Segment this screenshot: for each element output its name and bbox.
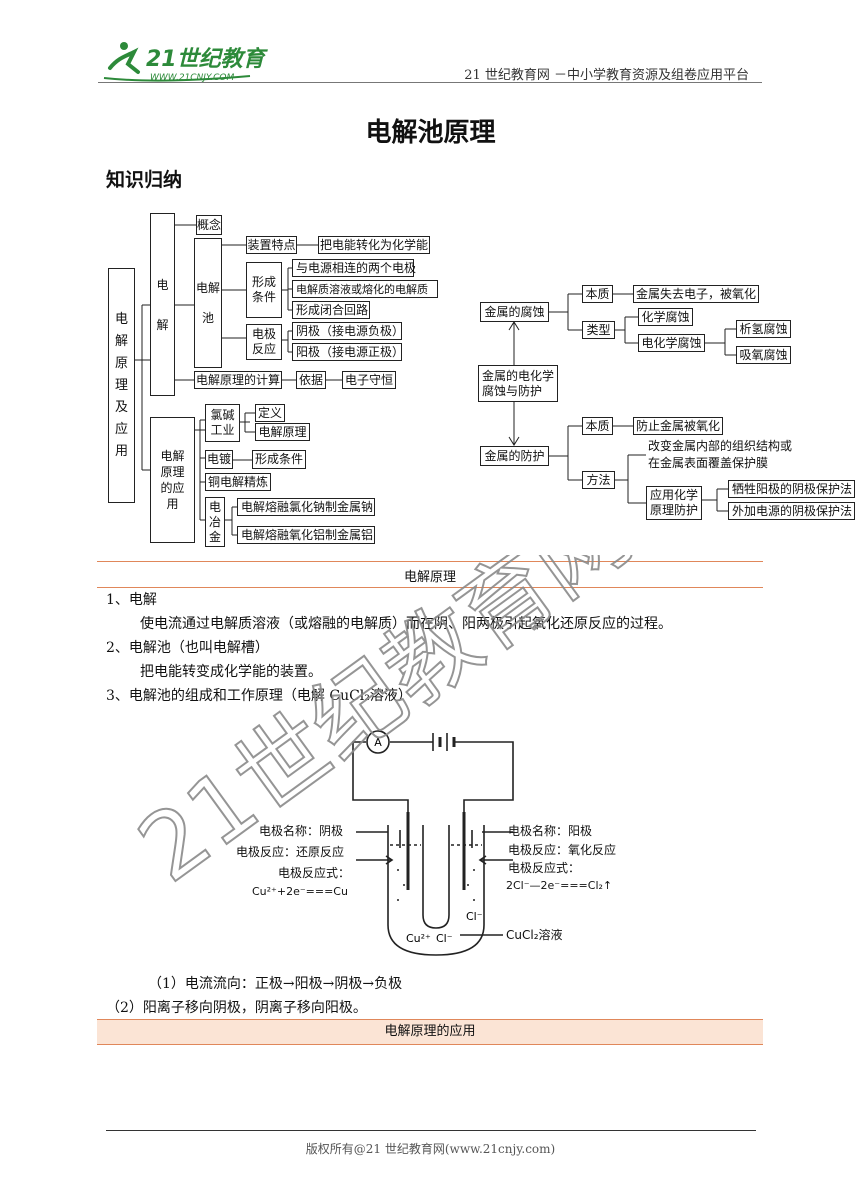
item-1-title: 1、电解	[106, 592, 157, 608]
item-3-title: 3、电解池的组成和工作原理（电解 CuCl₂溶液）	[106, 688, 412, 704]
mindmap-electrode-reaction: 电极反应	[246, 324, 282, 360]
mindmap-electrolysis-principle: 电解原理	[255, 423, 310, 441]
mindmap-cond-3: 形成闭合回路	[292, 301, 370, 319]
mindmap-anode: 阳极（接电源正极）	[292, 343, 404, 361]
mindmap-electron-conservation: 电子守恒	[342, 371, 396, 389]
mindmap-device-feature: 装置特点	[246, 236, 297, 254]
mindmap-corrosion-essence-desc: 金属失去电子，被氧化	[633, 285, 759, 303]
anode-equation: 2Cl⁻—2e⁻===Cl₂↑	[506, 879, 613, 892]
mindmap-cond-2: 电解质溶液或熔化的电解质	[292, 280, 438, 298]
page-title: 电解池原理	[365, 118, 496, 148]
header-site-name: 21 世纪教育网 －中小学教育资源及组卷应用平台	[464, 68, 749, 83]
ion-cl-2: Cl⁻	[466, 910, 483, 923]
mindmap-aluminum: 电解熔融氧化铝制金属铝	[237, 526, 375, 544]
mindmap-oxygen-absorption: 吸氧腐蚀	[736, 346, 791, 364]
solution-label: CuCl₂溶液	[506, 928, 563, 942]
band-electrolysis-principle: 电解原理	[403, 570, 456, 585]
mindmap-corrosion: 金属的腐蚀	[480, 302, 549, 322]
footer-copyright: 版权所有@21 世纪教育网(www.21cnjy.com)	[305, 1142, 556, 1156]
mindmap-plating-condition: 形成条件	[252, 450, 306, 469]
mindmap-dianjiechi: 电解池	[194, 238, 222, 368]
mindmap-application: 电解原理的应用	[150, 417, 195, 543]
footer-divider	[106, 1130, 756, 1131]
logo-url: WWW.21CNJY.COM	[150, 73, 235, 83]
mindmap-center: 金属的电化学腐蚀与防护	[478, 365, 558, 402]
ammeter-label: A	[374, 736, 382, 749]
note-ion-migration: （2）阳离子移向阴极，阴离子移向阳极。	[106, 1000, 367, 1016]
mindmap-cond-1: 与电源相连的两个电极	[292, 259, 416, 277]
electrolytic-cell-diagram: A Cu²⁺ Cl⁻ Cl⁻	[352, 730, 514, 956]
mindmap-impressed-current: 外加电源的阴极保护法	[728, 502, 855, 520]
mindmap-dianjie: 电解	[150, 213, 175, 396]
mindmap-concept: 概念	[196, 215, 222, 235]
site-logo: 21世纪教育 WWW.21CNJY.COM	[100, 38, 290, 84]
band-bottom-line	[97, 587, 763, 588]
mindmap-method-2: 应用化学原理防护	[646, 486, 702, 520]
mindmap-calculation: 电解原理的计算	[194, 371, 282, 389]
mindmap-sodium: 电解熔融氯化钠制金属钠	[237, 498, 375, 516]
item-2-body: 把电能转变成化学能的装置。	[140, 664, 322, 680]
ammeter-icon	[366, 730, 390, 754]
item-1-body: 使电流通过电解质溶液（或熔融的电解质）而在阴、阳两极引起氧化还原反应的过程。	[140, 616, 672, 632]
mindmap-chlor-alkali: 氯碱工业	[205, 404, 240, 442]
cathode-equation-label: 电极反应式：	[278, 866, 351, 880]
note-current-direction: （1）电流流向：正极→阳极→阴极→负极	[148, 976, 403, 992]
mindmap-electrometallurgy: 电冶金	[205, 497, 225, 547]
mindmap-corrosion-type: 类型	[582, 321, 615, 339]
header-divider	[98, 82, 762, 83]
anode-name: 电极名称：阳极	[508, 824, 593, 838]
anode-reaction: 电极反应：氧化反应	[508, 843, 617, 857]
mindmap-protection-method: 方法	[582, 471, 615, 489]
mindmap-basis: 依据	[296, 371, 326, 389]
mindmap-cathode: 阴极（接电源负极）	[292, 322, 404, 340]
ion-cu: Cu²⁺	[406, 932, 431, 945]
mindmap-method-1: 改变金属内部的组织结构或在金属表面覆盖保护膜	[648, 439, 793, 470]
mindmap-chemical-corrosion: 化学腐蚀	[638, 308, 693, 326]
cathode-reaction: 电极反应：还原反应	[236, 845, 345, 859]
mindmap-device-desc: 把电能转化为化学能	[318, 236, 430, 254]
mindmap-electroplating: 电镀	[205, 450, 233, 469]
item-2-title: 2、电解池（也叫电解槽）	[106, 640, 269, 656]
mindmap-sacrificial-anode: 牺牲阳极的阴极保护法	[728, 480, 855, 498]
mindmap-hydrogen-evolution: 析氢腐蚀	[736, 320, 791, 338]
mindmap-protection-essence-desc: 防止金属被氧化	[633, 417, 723, 435]
band-electrolysis-application: 电解原理的应用	[97, 1019, 763, 1045]
mindmap-root: 电解原理及应用	[108, 268, 135, 503]
band-top-line	[97, 561, 763, 562]
cathode-name: 电极名称：阴极	[259, 824, 344, 838]
anode-equation-label: 电极反应式：	[508, 861, 581, 875]
mindmap-protection: 金属的防护	[480, 446, 549, 466]
mindmap-definition: 定义	[255, 404, 285, 422]
mindmap-corrosion-essence: 本质	[582, 285, 613, 303]
cathode-equation: Cu²⁺+2e⁻===Cu	[252, 885, 348, 898]
mindmap-protection-essence: 本质	[582, 417, 613, 435]
section-heading: 知识归纳	[106, 169, 183, 191]
mindmap-copper-refining: 铜电解精炼	[205, 473, 271, 491]
mindmap-electrochemical-corrosion: 电化学腐蚀	[638, 334, 705, 352]
logo-text: 21世纪教育	[146, 46, 269, 72]
ion-cl-1: Cl⁻	[436, 932, 453, 945]
mindmap-formation: 形成条件	[246, 262, 282, 318]
